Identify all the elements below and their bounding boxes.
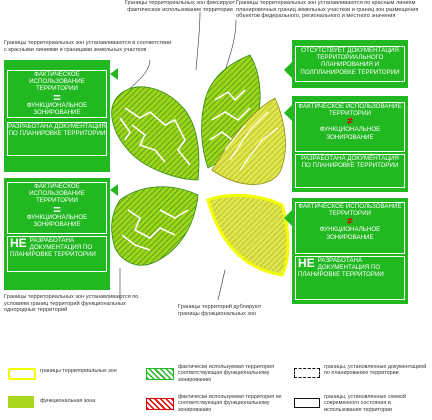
- left-box-1-sign: =: [53, 89, 61, 105]
- right-box-nonmatching-documented: Фактическое использование территории ≠ Ф…: [292, 96, 408, 192]
- left-box-2-line1: Фактическое использование территории: [29, 183, 85, 205]
- right-box-3-lower-frame: НЕ разработана документация по планировк…: [295, 256, 405, 300]
- right-box-3-line1: Фактическое использование территории: [298, 203, 402, 218]
- note-top-center: Границы территориальных зон фиксируют фа…: [124, 0, 236, 13]
- left-box-matching-documented: Фактическое использование территории = Ф…: [4, 60, 110, 172]
- legend-swatch-functional-zone: [8, 396, 34, 408]
- legend-label-nonmatching-territory: фактически используемая территория не со…: [178, 394, 282, 413]
- right-box-2-upper-frame: Фактическое использование территории ≠ Ф…: [295, 102, 405, 152]
- legend: границы территориальных зон функциональн…: [0, 356, 432, 420]
- legend-label-current-state-boundary: границы, установленные схемой современно…: [324, 394, 406, 413]
- note-bottom-right: Границы территорий дублируют границы фун…: [178, 304, 262, 317]
- left-box-2-sign: =: [53, 201, 61, 217]
- legend-swatch-zone-border: [8, 368, 36, 380]
- left-box-1-upper-frame: Фактическое использование территории = Ф…: [7, 70, 107, 118]
- right-box-nonmatching-undocumented: Фактическое использование территории ≠ Ф…: [292, 198, 408, 304]
- left-box-1-lower-frame: Разработана документация по планировке т…: [7, 122, 107, 156]
- legend-label-matching-territory: фактически используемая территория соотв…: [178, 364, 275, 383]
- leaf-right-upper: [211, 97, 286, 185]
- right-box-2-line2: Функциональное зонирование: [319, 126, 381, 141]
- left-box-1-line2: Функциональное зонирование: [26, 101, 88, 116]
- left-box-matching-undocumented: Фактическое использование территории = Ф…: [4, 178, 110, 290]
- right-box-2-line1: Фактическое использование территории: [298, 103, 402, 118]
- left-box-1-line1: Фактическое использование территории: [29, 71, 85, 93]
- left-box-2-line3: разработана документация по планировке т…: [10, 237, 96, 259]
- note-top-right: Границы территориальных зон устанавливаю…: [236, 0, 419, 20]
- left-box-2-upper-frame: Фактическое использование территории = Ф…: [7, 182, 107, 234]
- arrows: [110, 62, 292, 226]
- leaf-upper-left: [111, 86, 200, 181]
- legend-swatch-current-state-boundary: [294, 398, 320, 408]
- right-box-no-documentation: Отсутствует документация территориальног…: [292, 40, 408, 88]
- right-box-2-line3: Разработана документация по планировке т…: [301, 155, 399, 170]
- right-box-3-sign: ≠: [347, 216, 353, 228]
- note-bottom-left: Границы территориальных зон устанавливаю…: [4, 294, 139, 314]
- leaf-lower-right: [206, 194, 290, 277]
- left-box-2-ne: НЕ: [10, 236, 27, 250]
- right-box-2-lower-frame: Разработана документация по планировке т…: [295, 154, 405, 188]
- right-box-1-line1: Отсутствует документация территориальног…: [300, 47, 400, 76]
- legend-swatch-nonmatching-territory: [146, 398, 174, 410]
- right-box-3-ne: НЕ: [298, 256, 315, 270]
- left-box-1-line3: Разработана документация по планировке т…: [8, 123, 106, 138]
- legend-label-functional-zone: функциональная зона: [40, 398, 96, 404]
- legend-swatch-planning-boundary: [294, 368, 320, 378]
- note-left-upper: Границы территориальных зон устанавливаю…: [4, 40, 172, 53]
- right-box-3-upper-frame: Фактическое использование территории ≠ Ф…: [295, 202, 405, 254]
- right-box-3-line3: разработана документация по планировке т…: [298, 257, 384, 279]
- leaf-lower-left: [111, 186, 199, 266]
- left-box-2-line2: Функциональное зонирование: [26, 213, 88, 228]
- legend-label-zone-border: границы территориальных зон: [40, 368, 117, 374]
- legend-label-planning-boundary: границы, установленные документацией по …: [324, 364, 427, 377]
- right-box-1-frame: Отсутствует документация территориальног…: [295, 46, 405, 82]
- right-box-3-line2: Функциональное зонирование: [319, 226, 381, 241]
- right-box-2-sign: ≠: [347, 116, 353, 128]
- left-box-2-lower-frame: НЕ разработана документация по планировк…: [7, 236, 107, 272]
- legend-swatch-matching-territory: [146, 368, 174, 380]
